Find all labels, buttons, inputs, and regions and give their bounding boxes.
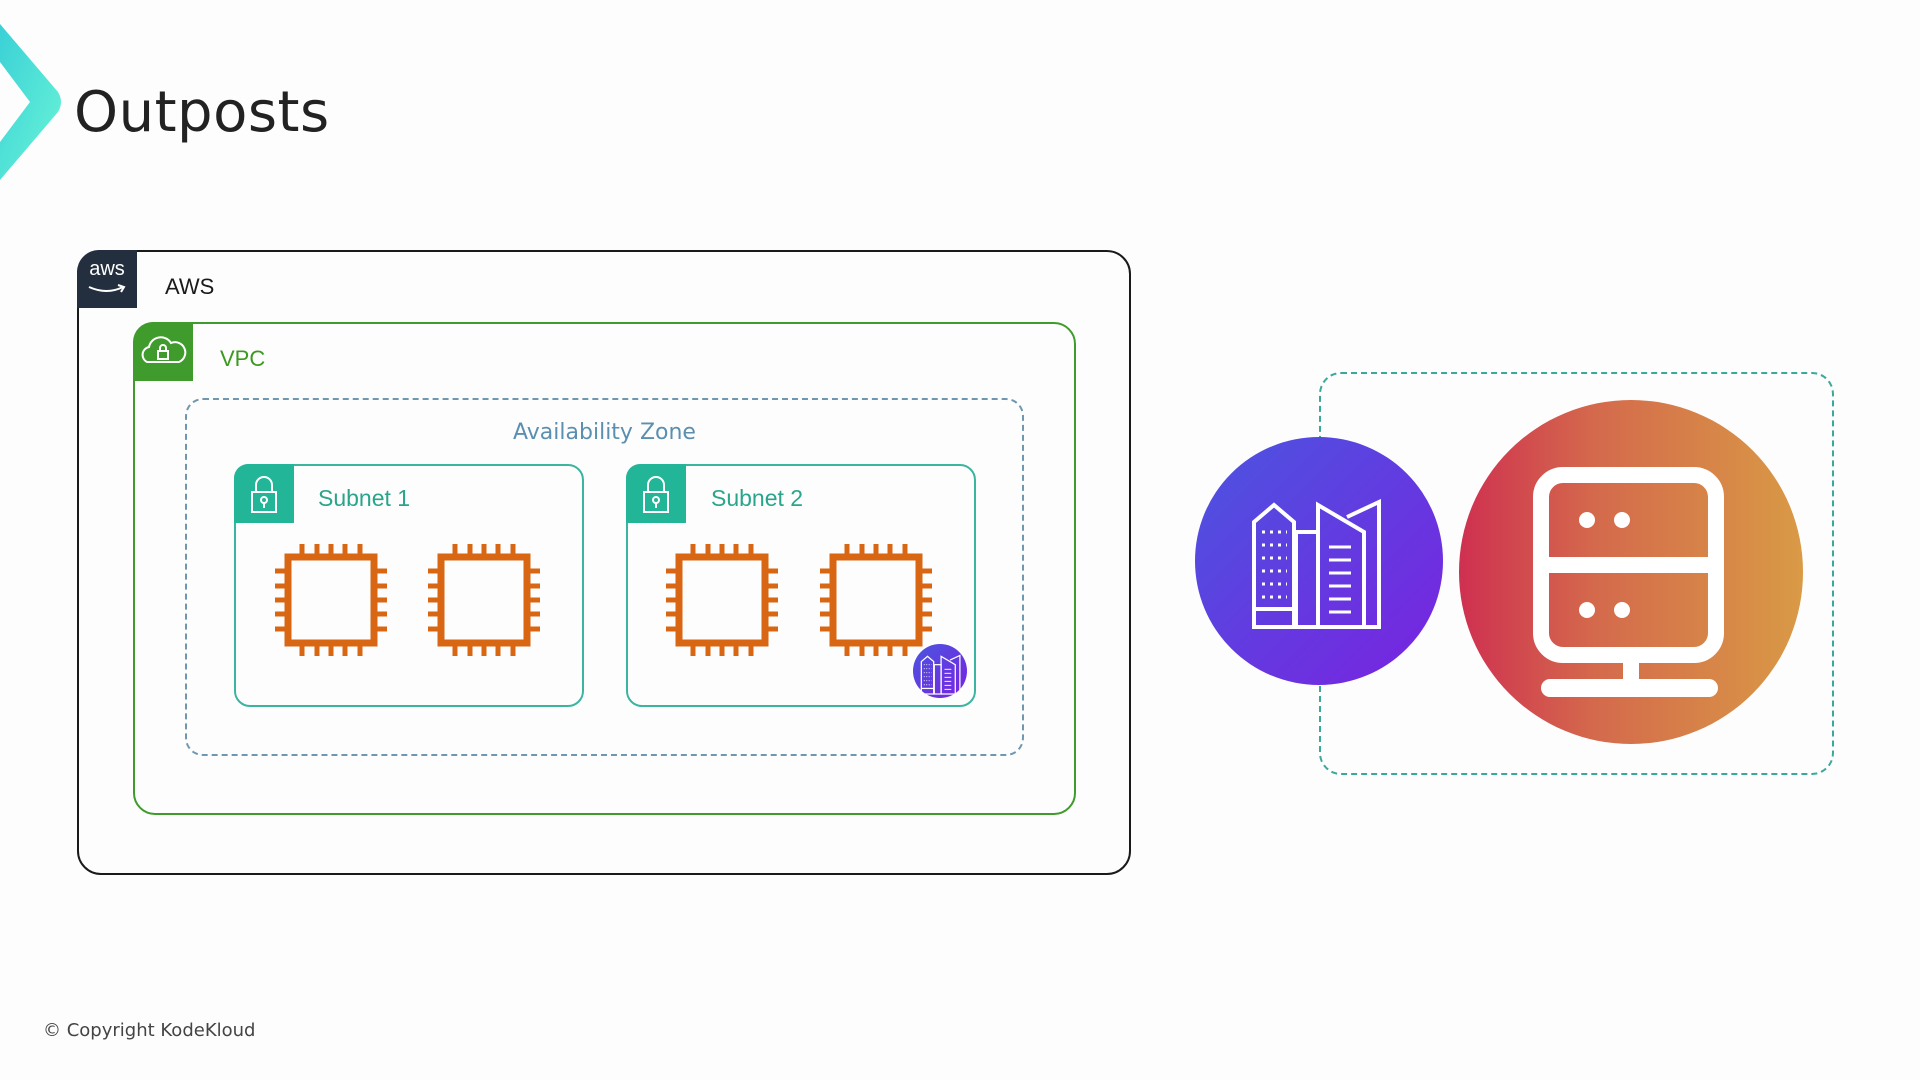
vpc-label: VPC: [220, 346, 266, 371]
subnet-1-group: [234, 464, 584, 707]
aws-label: AWS: [165, 274, 215, 299]
lock-icon: [234, 464, 294, 523]
lock-icon: [626, 464, 686, 523]
vpc-group: [133, 322, 1076, 815]
ec2-instance-chip-icon: [666, 544, 778, 656]
corporate-data-center-building-icon: [1195, 437, 1443, 685]
vpc-cloud-lock-icon: [133, 322, 193, 381]
outpost-building-badge-icon: [913, 644, 967, 698]
aws-logo-text: aws: [89, 258, 125, 280]
aws-cloud-group: [77, 250, 1131, 875]
copyright-text: © Copyright KodeKloud: [43, 1020, 256, 1041]
subnet-2-label: Subnet 2: [711, 485, 804, 511]
aws-logo-icon: aws: [77, 250, 137, 308]
subnet-1-label: Subnet 1: [318, 485, 411, 511]
availability-zone-label: Availability Zone: [513, 420, 696, 445]
ec2-instance-chip-icon: [275, 544, 387, 656]
kodekloud-chevron-logo: [0, 24, 61, 180]
ec2-instance-chip-icon: [820, 544, 932, 656]
ec2-instance-chip-icon: [428, 544, 540, 656]
page-title: Outposts: [74, 80, 330, 145]
subnet-2-group: [626, 464, 976, 707]
availability-zone-group: [185, 398, 1024, 756]
outposts-server-rack-icon: [1459, 400, 1803, 744]
